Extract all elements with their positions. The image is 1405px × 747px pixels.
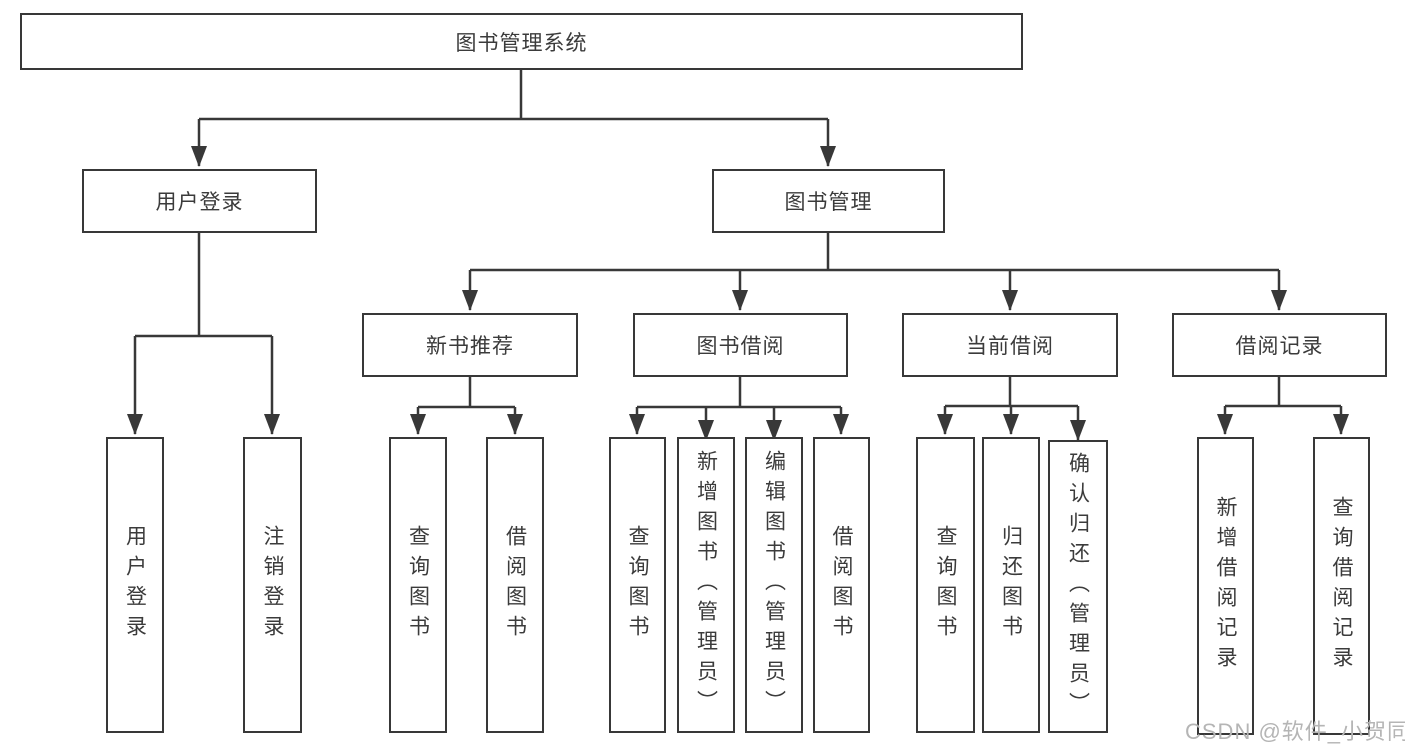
leaf-recommend-query-books: 查询图书 — [389, 437, 447, 733]
node-user-login: 用户登录 — [82, 169, 317, 233]
leaf-recommend-borrow-books: 借阅图书 — [486, 437, 544, 733]
leaf-current-query-books: 查询图书 — [916, 437, 975, 733]
leaf-borrow-books: 借阅图书 — [813, 437, 870, 733]
node-book-management: 图书管理 — [712, 169, 945, 233]
node-root: 图书管理系统 — [20, 13, 1023, 70]
leaf-add-borrow-record: 新增借阅记录 — [1197, 437, 1254, 735]
leaf-borrow-query-books: 查询图书 — [609, 437, 666, 733]
leaf-confirm-return-admin: 确认归还（管理员） — [1048, 440, 1108, 733]
node-current-borrow: 当前借阅 — [902, 313, 1118, 377]
node-new-book-recommend: 新书推荐 — [362, 313, 578, 377]
leaf-logout: 注销登录 — [243, 437, 302, 733]
leaf-query-borrow-record: 查询借阅记录 — [1313, 437, 1370, 735]
leaf-add-books-admin: 新增图书（管理员） — [677, 437, 735, 733]
leaf-return-books: 归还图书 — [982, 437, 1040, 733]
csdn-watermark: CSDN @软件_小贺同学 — [1185, 719, 1405, 744]
leaf-user-login: 用户登录 — [106, 437, 164, 733]
leaf-edit-books-admin: 编辑图书（管理员） — [745, 437, 803, 733]
node-borrow-record: 借阅记录 — [1172, 313, 1387, 377]
node-book-borrow: 图书借阅 — [633, 313, 848, 377]
